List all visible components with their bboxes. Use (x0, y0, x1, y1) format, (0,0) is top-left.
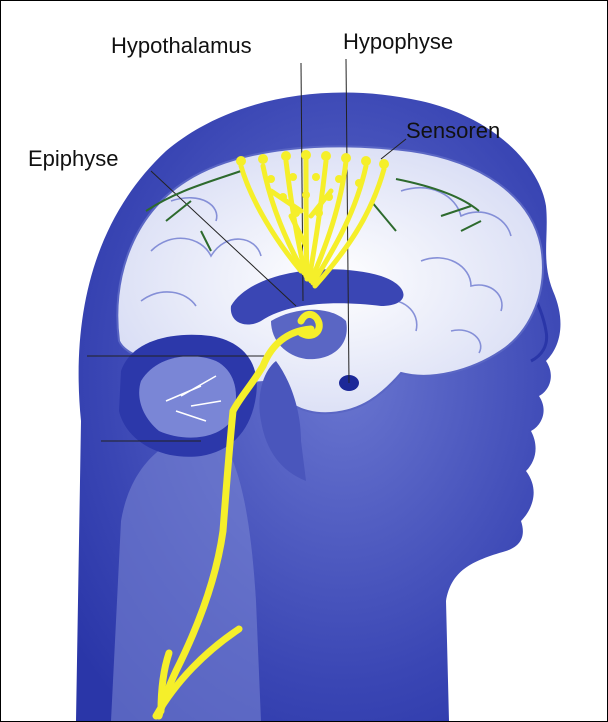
label-hypothalamus: Hypothalamus (111, 33, 252, 58)
label-sensoren: Sensoren (406, 118, 500, 143)
cerebellum (119, 335, 257, 457)
label-hypophyse: Hypophyse (343, 29, 453, 54)
label-epiphyse: Epiphyse (28, 146, 119, 171)
